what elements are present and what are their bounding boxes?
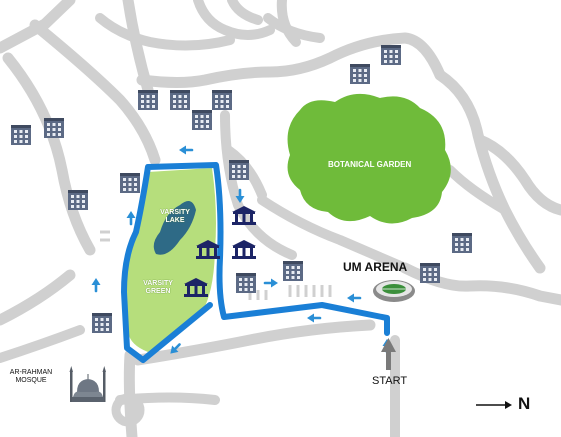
- start-label: START: [372, 375, 408, 387]
- route-line: [121, 162, 390, 363]
- start-arrow-icon: [381, 338, 396, 370]
- botanical-garden-label: BOTANICAL GARDEN: [328, 160, 412, 169]
- building-icon: [138, 90, 158, 110]
- stadium-icon: [373, 280, 415, 302]
- varsity-green-area: [126, 168, 216, 352]
- mosque-icon: [69, 366, 106, 402]
- building-icon: [283, 261, 303, 281]
- north-compass-icon: [476, 401, 512, 409]
- building-icon: [170, 90, 190, 110]
- building-icon: [381, 45, 401, 65]
- building-icon: [350, 64, 370, 84]
- building-icon: [229, 160, 249, 180]
- botanical-garden-area: [287, 93, 451, 224]
- direction-arrow-icon: [345, 292, 362, 304]
- direction-arrow-icon: [125, 209, 137, 226]
- building-icon: [11, 125, 31, 145]
- direction-arrow-icon: [90, 276, 102, 293]
- building-icon: [44, 118, 64, 138]
- monument-icon: [232, 240, 256, 259]
- building-icon: [212, 90, 232, 110]
- building-icon: [420, 263, 440, 283]
- building-icon: [120, 173, 140, 193]
- direction-arrow-icon: [305, 312, 322, 324]
- building-icon: [236, 273, 256, 293]
- building-icon: [192, 110, 212, 130]
- building-icon: [92, 313, 112, 333]
- um-arena-label: UM ARENA: [343, 260, 408, 274]
- direction-arrow-icon: [263, 277, 280, 289]
- building-icon: [452, 233, 472, 253]
- direction-arrow-icon: [177, 144, 194, 156]
- varsity-lake: [153, 201, 196, 255]
- north-label: N: [518, 394, 531, 413]
- building-icon: [68, 190, 88, 210]
